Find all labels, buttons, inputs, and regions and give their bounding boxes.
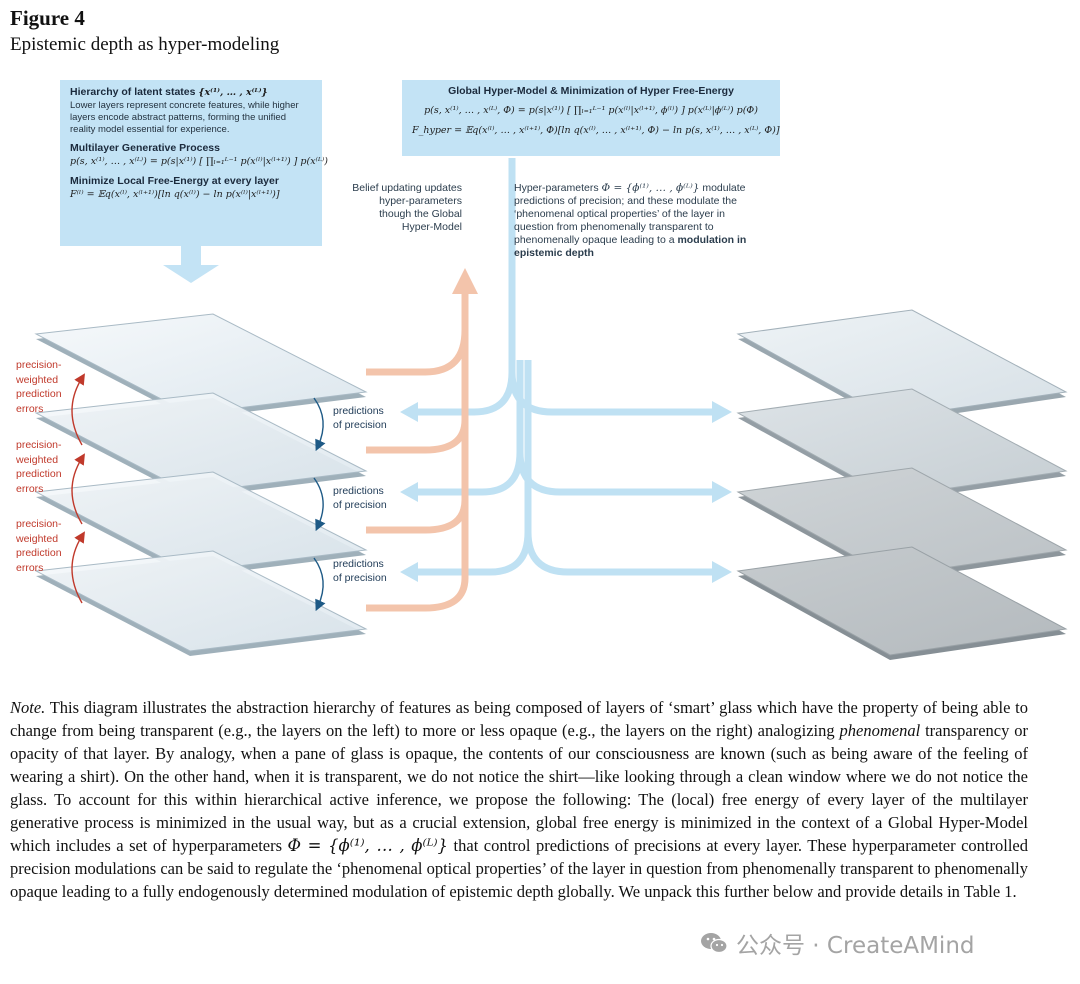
blue-arrowheads bbox=[400, 401, 732, 583]
glass-pane-left-3 bbox=[34, 471, 368, 577]
orange-belief-arrows bbox=[366, 290, 469, 612]
diagram bbox=[34, 158, 1068, 660]
note-text-part2: transparency or opacity of that layer. B… bbox=[10, 721, 1028, 855]
glass-pane-right-1 bbox=[736, 309, 1068, 423]
navy-prediction-arrows bbox=[313, 397, 326, 612]
latent-hierarchy-box: Hierarchy of latent states {x⁽¹⁾, … , x⁽… bbox=[60, 80, 328, 246]
hierarchy-heading-text: Hierarchy of latent states bbox=[70, 86, 196, 98]
prediction-label-3: predictions of precision bbox=[333, 558, 387, 584]
figure-subtitle: Epistemic depth as hyper-modeling bbox=[10, 34, 280, 55]
down-arrow-icon bbox=[163, 245, 219, 283]
glass-pane-left-1 bbox=[34, 313, 368, 419]
hierarchy-heading: Hierarchy of latent states {x⁽¹⁾, … , x⁽… bbox=[70, 86, 312, 100]
note-math: Φ = {ϕ⁽¹⁾, … , ϕ⁽ᴸ⁾} bbox=[287, 836, 449, 855]
hyper-model-heading: Global Hyper-Model & Minimization of Hyp… bbox=[448, 85, 734, 97]
right-glass-stack bbox=[736, 309, 1068, 660]
watermark-text: 公众号 · CreateAMind bbox=[736, 933, 975, 959]
hyper-model-equation: p(s, x⁽¹⁾, … , x⁽ᴸ⁾, Φ) = p(s|x⁽¹⁾) [ ∏ₗ… bbox=[424, 105, 758, 116]
hyper-model-box: Global Hyper-Model & Minimization of Hyp… bbox=[402, 80, 780, 156]
hyper-parameters-prefix: Hyper-parameters bbox=[514, 182, 599, 194]
watermark: 公众号 · CreateAMind bbox=[700, 926, 975, 960]
error-label-2: precision- weighted prediction errors bbox=[16, 439, 62, 495]
generative-process-heading: Multilayer Generative Process bbox=[70, 142, 220, 154]
hyper-parameters-body: modulate predictions of precision; and t… bbox=[514, 182, 746, 246]
blue-prediction-arrows bbox=[414, 158, 715, 576]
glass-pane-left-2 bbox=[34, 392, 368, 498]
hyper-parameters-label: Hyper-parameters Φ = {ϕ⁽¹⁾, … , ϕ⁽ᴸ⁾} mo… bbox=[514, 182, 764, 260]
hierarchy-description: Lower layers represent concrete features… bbox=[70, 100, 299, 135]
glass-pane-left-4 bbox=[34, 550, 368, 656]
note-label: Note. bbox=[10, 698, 46, 717]
glass-pane-right-2 bbox=[736, 388, 1068, 502]
note-text-part1: This diagram illustrates the abstraction… bbox=[10, 698, 1028, 740]
note-emphasis: phenomenal bbox=[839, 721, 921, 740]
left-glass-stack bbox=[34, 313, 368, 656]
wechat-icon bbox=[701, 933, 728, 954]
error-label-1: precision- weighted prediction errors bbox=[16, 359, 62, 415]
prediction-label-2: predictions of precision bbox=[333, 485, 387, 511]
hyper-parameters-math: Φ = {ϕ⁽¹⁾, … , ϕ⁽ᴸ⁾} bbox=[601, 182, 700, 194]
red-error-arrows bbox=[71, 373, 85, 604]
local-free-energy-heading: Minimize Local Free-Energy at every laye… bbox=[70, 175, 279, 187]
generative-process-equation: p(s, x⁽¹⁾, … , x⁽ᴸ⁾) = p(s|x⁽¹⁾) [ ∏ₗ₌₁ᴸ… bbox=[70, 156, 328, 167]
hyper-free-energy-equation: F_hyper = 𝔼q(x⁽ˡ⁾, … , x⁽ˡ⁺¹⁾, Φ)[ln q(x… bbox=[412, 125, 780, 136]
hierarchy-heading-math: {x⁽¹⁾, … , x⁽ᴸ⁾} bbox=[198, 87, 268, 98]
belief-updating-label: Belief updating updates hyper-parameters… bbox=[352, 182, 462, 233]
figure-title: Figure 4 bbox=[10, 6, 85, 30]
local-free-energy-equation: F⁽ˡ⁾ = 𝔼q(x⁽ˡ⁾, x⁽ˡ⁺¹⁾)[ln q(x⁽ˡ⁾) − ln … bbox=[70, 189, 280, 200]
figure-note: Note. This diagram illustrates the abstr… bbox=[10, 696, 1028, 903]
prediction-label-1: predictions of precision bbox=[333, 405, 387, 431]
hyper-parameters-bold: modulation in epistemic depth bbox=[514, 234, 747, 259]
note-text-part3: that control predictions of precisions a… bbox=[10, 836, 1028, 901]
orange-up-arrow-icon bbox=[452, 268, 478, 294]
glass-pane-right-4 bbox=[736, 546, 1068, 660]
glass-pane-right-3 bbox=[736, 467, 1068, 581]
error-label-3: precision- weighted prediction errors bbox=[16, 518, 62, 574]
